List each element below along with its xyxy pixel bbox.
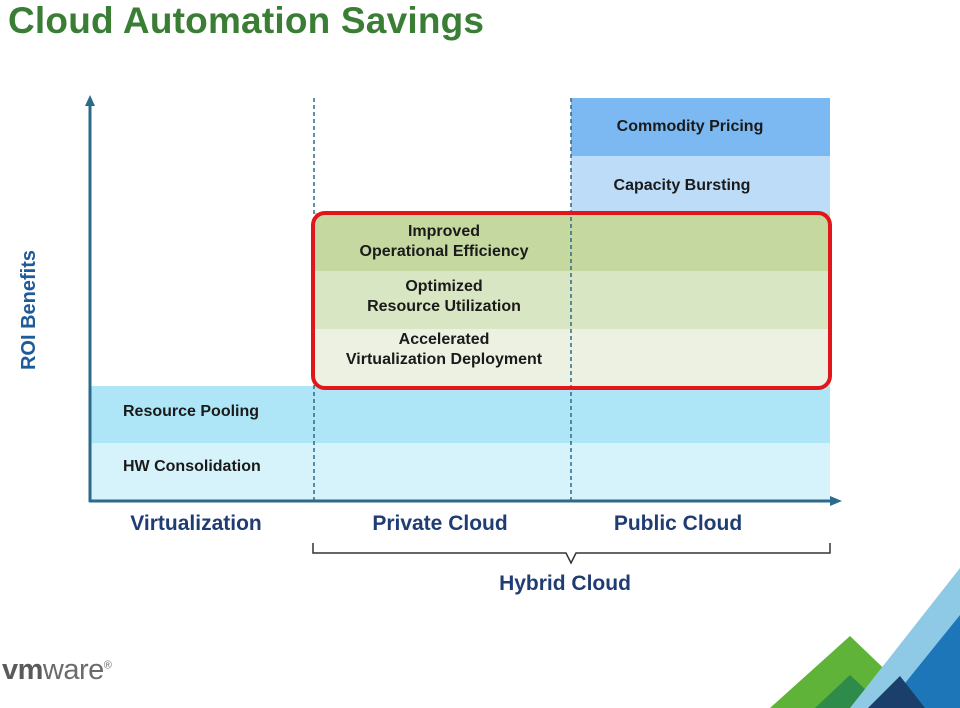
capacity-bursting-label: Capacity Bursting	[613, 177, 751, 194]
highlight-outline	[311, 211, 832, 390]
page-title: Cloud Automation Savings	[8, 0, 485, 41]
hw-consolidation-label: HW Consolidation	[123, 458, 261, 475]
vmware-logo: vmware®	[2, 654, 112, 686]
x-label-virtualization: Virtualization	[130, 512, 262, 535]
hybrid-cloud-label: Hybrid Cloud	[499, 572, 631, 595]
improved-efficiency-label: Improved Operational Efficiency	[359, 223, 529, 260]
band-accelerated-deployment	[315, 329, 830, 386]
x-label-private-cloud: Private Cloud	[372, 512, 508, 535]
band-hw-consolidation	[91, 443, 830, 500]
x-axis-arrow	[830, 496, 842, 506]
optimized-utilization-label: Optimized Resource Utilization	[367, 278, 521, 315]
commodity-pricing-label: Commodity Pricing	[616, 118, 764, 135]
y-axis-arrow	[85, 95, 95, 106]
band-commodity-pricing	[571, 98, 830, 156]
hybrid-bracket	[312, 543, 831, 565]
y-axis-label: ROI Benefits	[18, 249, 40, 371]
band-capacity-bursting	[571, 156, 830, 213]
corner-triangle-navy	[868, 676, 925, 708]
x-label-public-cloud: Public Cloud	[613, 512, 743, 535]
resource-pooling-label: Resource Pooling	[123, 403, 260, 420]
band-improved-efficiency	[315, 213, 830, 271]
band-resource-pooling	[91, 386, 830, 443]
band-optimized-utilization	[315, 271, 830, 329]
accelerated-deployment-label: Accelerated Virtualization Deployment	[345, 331, 543, 368]
